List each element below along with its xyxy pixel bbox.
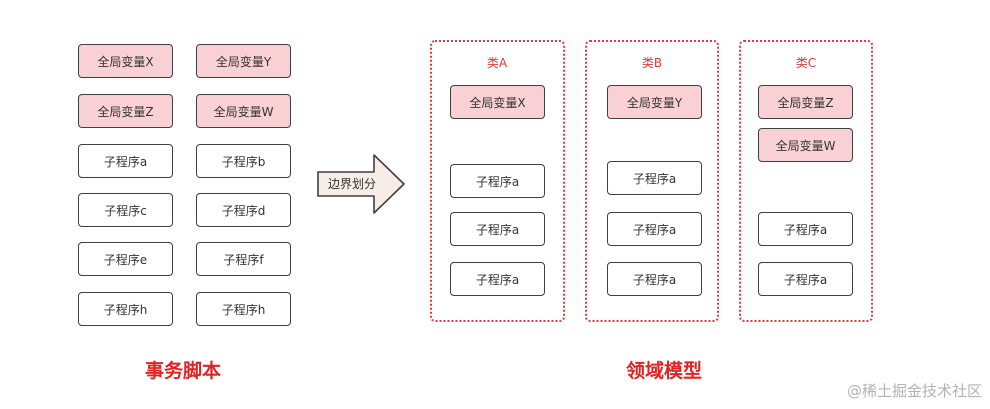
subroutine-c-box: 子程序c xyxy=(78,193,173,227)
watermark: @稀土掘金技术社区 xyxy=(846,382,982,400)
subroutine-f-box: 子程序f xyxy=(196,242,291,276)
domain-model-title: 领域模型 xyxy=(625,360,703,382)
class-b-global-var-box: 全局变量Y xyxy=(607,85,702,119)
class-c-global-var-box: 全局变量W xyxy=(758,128,853,162)
class-c-label: 类C xyxy=(795,56,817,70)
class-c-container xyxy=(739,40,873,322)
subroutine-a-box: 子程序a xyxy=(78,144,173,178)
subroutine-b-box: 子程序b xyxy=(196,144,291,178)
global-var-y-box: 全局变量Y xyxy=(196,44,291,78)
class-c-subroutine-box: 子程序a xyxy=(758,212,853,246)
class-b-label: 类B xyxy=(641,56,663,70)
subroutine-h-box: 子程序h xyxy=(196,292,291,326)
global-var-w-box: 全局变量W xyxy=(196,94,291,128)
global-var-x-box: 全局变量X xyxy=(78,44,173,78)
class-a-container xyxy=(430,40,565,322)
subroutine-h-box: 子程序h xyxy=(78,292,173,326)
class-c-subroutine-box: 子程序a xyxy=(758,262,853,296)
boundary-arrow-label: 边界划分 xyxy=(327,177,376,191)
class-b-subroutine-box: 子程序a xyxy=(607,212,702,246)
class-b-subroutine-box: 子程序a xyxy=(607,262,702,296)
class-a-global-var-box: 全局变量X xyxy=(450,85,545,119)
class-a-subroutine-box: 子程序a xyxy=(450,262,545,296)
global-var-z-box: 全局变量Z xyxy=(78,94,173,128)
class-c-global-var-box: 全局变量Z xyxy=(758,85,853,119)
class-a-subroutine-box: 子程序a xyxy=(450,212,545,246)
class-a-subroutine-box: 子程序a xyxy=(450,164,545,198)
class-b-container xyxy=(585,40,719,322)
class-a-label: 类A xyxy=(486,56,508,70)
transaction-script-title: 事务脚本 xyxy=(144,360,222,382)
subroutine-e-box: 子程序e xyxy=(78,242,173,276)
boundary-arrow-icon xyxy=(317,154,405,214)
class-b-subroutine-box: 子程序a xyxy=(607,161,702,195)
subroutine-d-box: 子程序d xyxy=(196,193,291,227)
